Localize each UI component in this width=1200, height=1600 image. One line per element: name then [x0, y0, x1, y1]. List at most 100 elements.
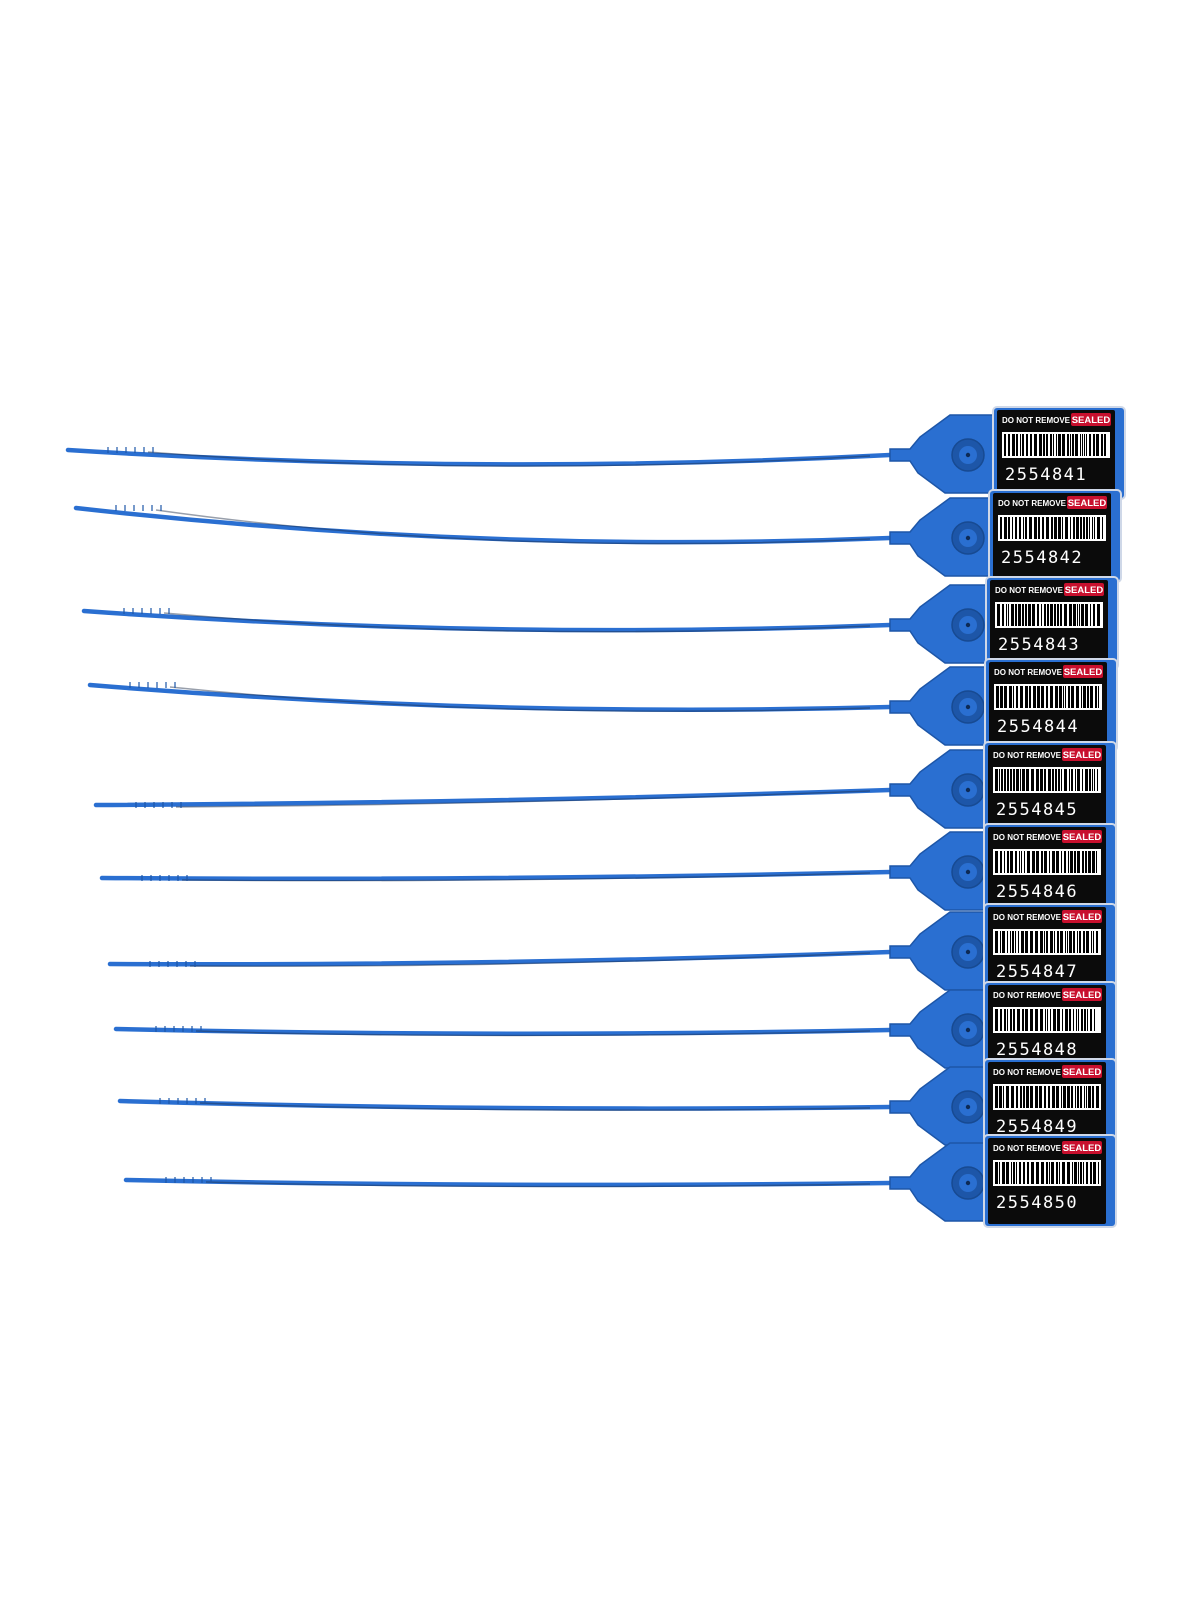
barcode-bar: [1063, 1086, 1066, 1108]
barcode-bar: [1031, 1162, 1034, 1184]
barcode-bar: [1016, 769, 1019, 791]
barcode-bar: [1002, 931, 1005, 953]
barcode-bar: [1008, 517, 1010, 539]
barcode-bar: [1030, 931, 1033, 953]
barcode-bar: [1006, 604, 1007, 626]
barcode-bar: [1080, 1086, 1082, 1108]
barcode-bar: [1012, 434, 1015, 456]
barcode-bar: [1090, 1009, 1092, 1031]
barcode-bar: [1049, 1162, 1050, 1184]
barcode-bar: [999, 1086, 1002, 1108]
serial-number: 2554846: [996, 882, 1078, 902]
barcode-bar: [1055, 769, 1057, 791]
barcode-bar: [1053, 1009, 1056, 1031]
barcode-bar: [1007, 851, 1009, 873]
barcode-bar: [1067, 1086, 1070, 1108]
barcode-bar: [1084, 434, 1085, 456]
serial-number: 2554843: [998, 635, 1080, 655]
barcode-bar: [1008, 434, 1010, 456]
barcode-bar: [1068, 851, 1069, 873]
barcode-bar: [1065, 931, 1066, 953]
barcode-bar: [1041, 1162, 1044, 1184]
barcode-bar: [1085, 851, 1087, 873]
barcode-bar: [1015, 851, 1017, 873]
barcode-bar: [1011, 1162, 1012, 1184]
barcode-bar: [1012, 931, 1014, 953]
warning-text: DO NOT REMOVE: [993, 833, 1062, 842]
barcode-bar: [1067, 434, 1069, 456]
barcode-bar: [1023, 1162, 1025, 1184]
barcode-bar: [1071, 769, 1073, 791]
seal-strap: [123, 1177, 893, 1188]
barcode-bar: [1060, 931, 1063, 953]
barcode-bar: [1058, 517, 1061, 539]
barcode-bar: [1030, 434, 1032, 456]
barcode-bar: [1004, 686, 1007, 708]
barcode-bar: [996, 686, 999, 708]
barcode-bar: [1006, 1162, 1009, 1184]
barcode-bar: [1061, 1086, 1062, 1108]
barcode-bar: [1035, 931, 1038, 953]
barcode-bar: [1090, 686, 1093, 708]
barcode-bar: [1086, 1162, 1088, 1184]
sealed-badge-text: SEALED: [1064, 667, 1103, 678]
barcode-bar: [1000, 1009, 1002, 1031]
barcode-bar: [1010, 769, 1012, 791]
barcode-bar: [1030, 1086, 1033, 1108]
barcode-bar: [1059, 1162, 1060, 1184]
barcode-bar: [1062, 1162, 1065, 1184]
barcode-bar: [995, 1086, 998, 1108]
barcode-bar: [1038, 517, 1040, 539]
barcode-bar: [1033, 686, 1036, 708]
barcode-bar: [1068, 686, 1070, 708]
barcode-bar: [1096, 851, 1097, 873]
warning-text: DO NOT REMOVE: [993, 1068, 1062, 1077]
seal-strap-shadow: [181, 872, 871, 882]
barcode-bar: [1026, 769, 1029, 791]
barcode-bar: [1050, 931, 1053, 953]
seal-strap: [99, 869, 893, 881]
barcode-bar: [1000, 851, 1002, 873]
barcode-bar: [1083, 1162, 1084, 1184]
lock-hole: [965, 622, 971, 628]
barcode-bar: [1098, 686, 1099, 708]
barcode-bar: [1084, 1086, 1085, 1108]
barcode-bar: [1022, 1009, 1024, 1031]
sealed-badge-text: SEALED: [1063, 750, 1102, 761]
barcode-bar: [1043, 434, 1045, 456]
barcode-bar: [1044, 931, 1045, 953]
barcode-bar: [1092, 517, 1093, 539]
barcode-bar: [999, 769, 1000, 791]
barcode-bar: [1028, 604, 1031, 626]
lock-hole: [965, 535, 971, 541]
barcode-bar: [1083, 686, 1086, 708]
barcode-bar: [1092, 1086, 1094, 1108]
barcode-bar: [1013, 686, 1014, 708]
barcode-bar: [995, 851, 998, 873]
lock-hole: [965, 1104, 971, 1110]
barcode-bar: [1088, 1086, 1091, 1108]
barcode-bar: [1013, 1009, 1015, 1031]
barcode-bar: [1056, 1162, 1058, 1184]
barcode-bar: [1061, 851, 1062, 873]
barcode-bar: [1077, 604, 1078, 626]
barcode-bar: [1096, 434, 1099, 456]
barcode-bar: [1010, 851, 1013, 873]
barcode-bar: [1078, 1009, 1079, 1031]
barcode-bar: [1096, 1086, 1099, 1108]
barcode-bar: [1010, 931, 1011, 953]
barcode-bar: [1050, 434, 1052, 456]
seal-strap-shadow: [147, 451, 871, 467]
barcode-bar: [1025, 517, 1027, 539]
barcode-bar: [1013, 769, 1015, 791]
barcode-bar: [1032, 851, 1035, 873]
warning-text: DO NOT REMOVE: [995, 586, 1064, 595]
barcode-bar: [1000, 931, 1001, 953]
barcode-bar: [1058, 434, 1061, 456]
barcode-bar: [1046, 931, 1048, 953]
barcode-bar: [1074, 851, 1076, 873]
barcode-bar: [999, 1162, 1000, 1184]
